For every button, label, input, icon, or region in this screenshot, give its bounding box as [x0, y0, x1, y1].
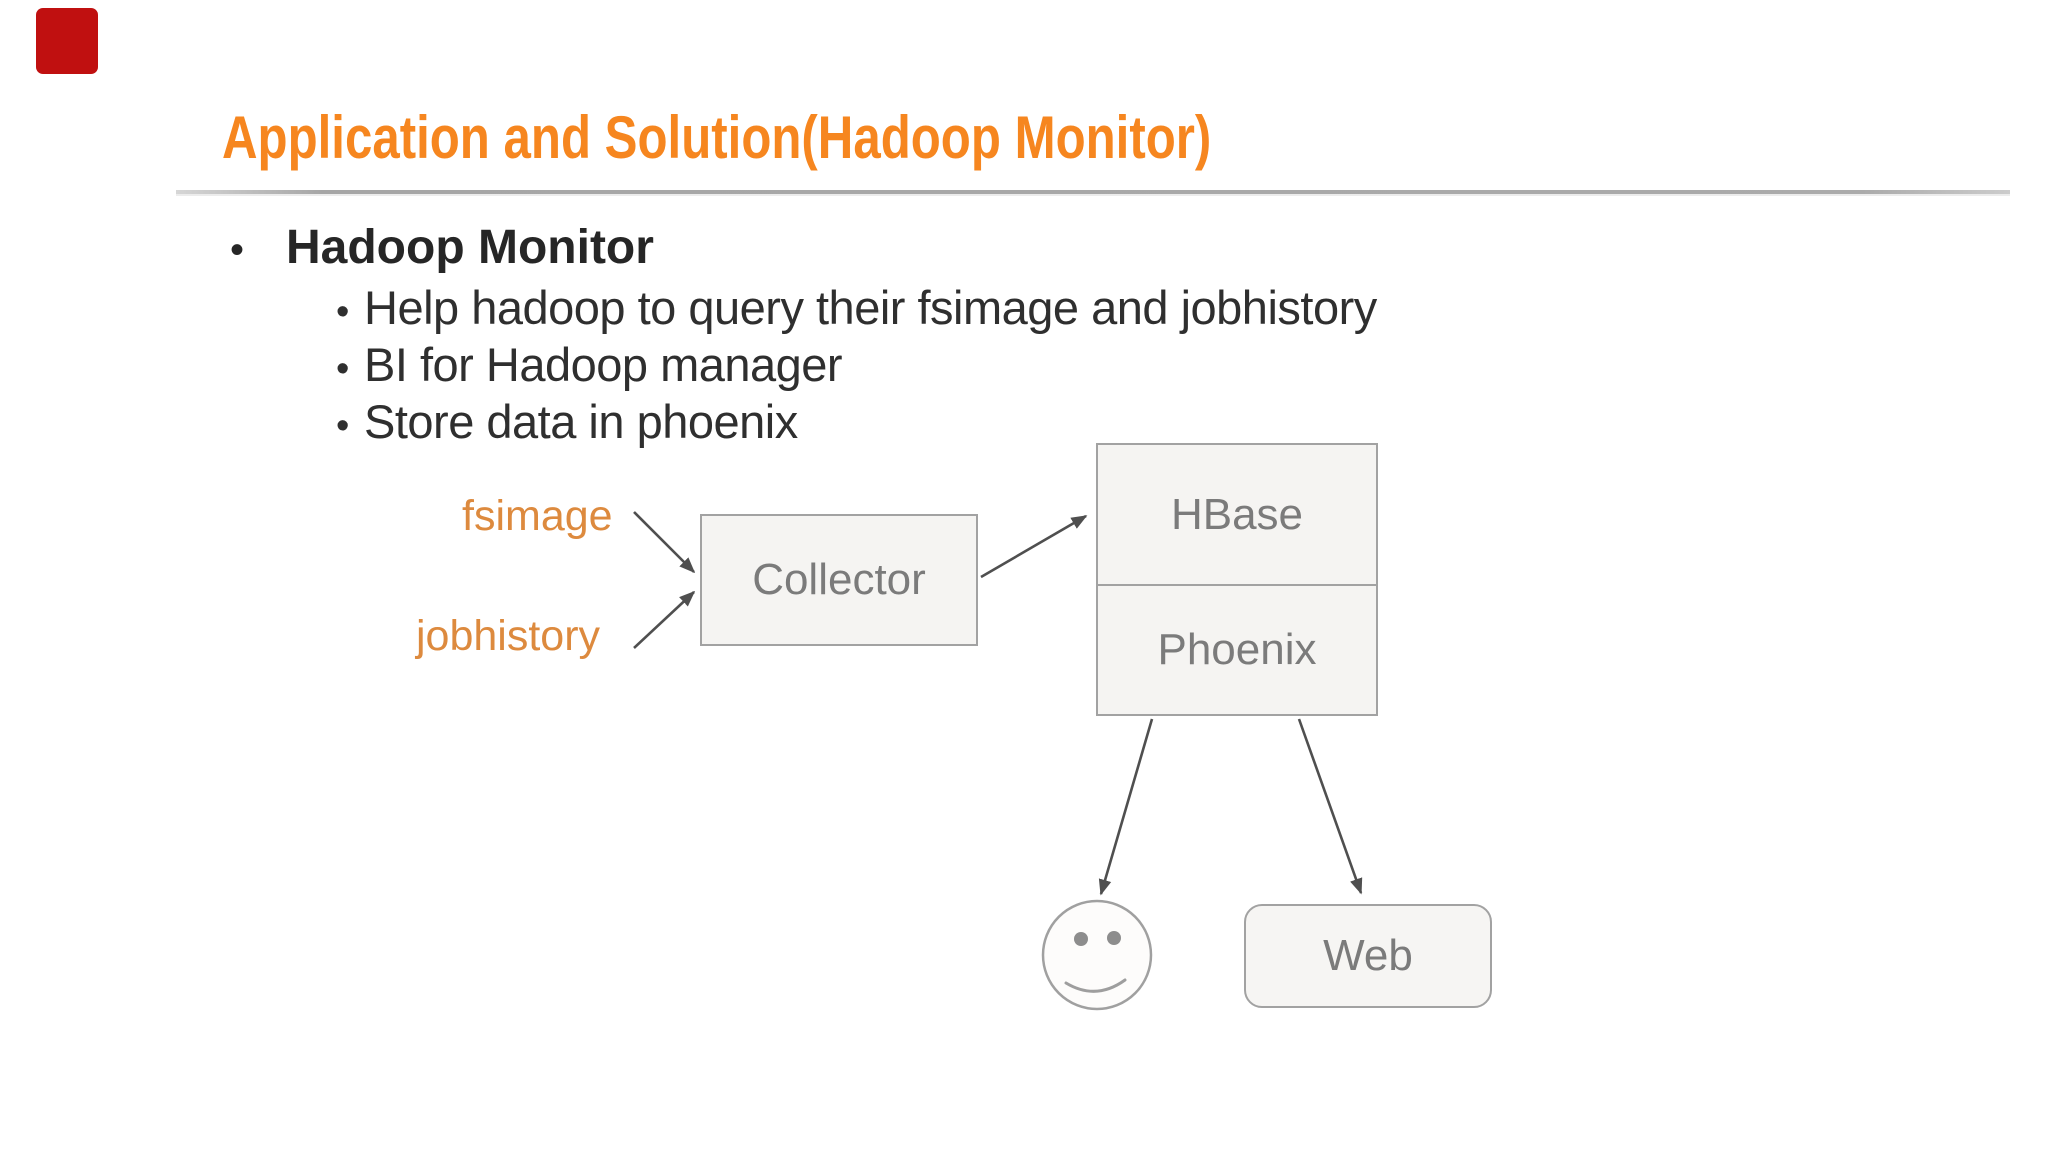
bullet-marker: • — [336, 291, 349, 333]
node-collector: Collector — [700, 514, 978, 646]
smiley-mouth — [1064, 978, 1127, 993]
slide-title: Application and Solution(Hadoop Monitor) — [222, 104, 1212, 171]
node-web: Web — [1244, 904, 1492, 1008]
node-phoenix: Phoenix — [1098, 584, 1376, 714]
smiley-right-eye — [1107, 931, 1121, 945]
sub-bullet-1: • Help hadoop to query their fsimage and… — [336, 280, 1377, 335]
bullet-marker: • — [336, 405, 349, 447]
smiley-face-outline — [1041, 899, 1153, 1011]
node-hbase-phoenix: HBase Phoenix — [1096, 443, 1378, 716]
arrow-phoenix-to-web — [1297, 718, 1363, 895]
node-hbase: HBase — [1098, 445, 1376, 584]
sub-bullet-2-text: BI for Hadoop manager — [364, 338, 843, 391]
arrow-collector-to-hbase — [980, 514, 1088, 579]
label-fsimage: fsimage — [462, 492, 613, 540]
sub-bullet-3-text: Store data in phoenix — [364, 395, 798, 448]
bullet-heading-text: Hadoop Monitor — [286, 221, 654, 274]
node-web-label: Web — [1323, 931, 1413, 980]
node-hbase-label: HBase — [1170, 489, 1304, 539]
smiley-left-eye — [1074, 932, 1088, 946]
arrow-jobhistory-to-collector — [633, 590, 696, 649]
red-corner-marker — [36, 8, 98, 74]
bullet-heading: • Hadoop Monitor — [230, 220, 654, 275]
sub-bullet-3: • Store data in phoenix — [336, 394, 798, 449]
bullet-marker: • — [336, 348, 349, 390]
arrow-fsimage-to-collector — [633, 511, 696, 574]
title-divider-line — [176, 190, 2010, 194]
sub-bullet-1-text: Help hadoop to query their fsimage and j… — [364, 281, 1377, 334]
smiley-user-icon — [1041, 899, 1153, 1011]
node-phoenix-label: Phoenix — [1157, 625, 1317, 674]
label-jobhistory: jobhistory — [416, 612, 601, 660]
arrow-phoenix-to-user — [1098, 718, 1154, 896]
sub-bullet-2: • BI for Hadoop manager — [336, 337, 843, 392]
node-collector-label: Collector — [752, 555, 926, 604]
bullet-marker: • — [230, 228, 245, 272]
